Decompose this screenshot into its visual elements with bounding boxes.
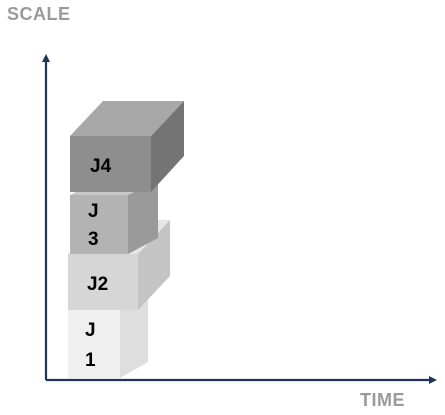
- job-block-j4-side: [151, 101, 184, 192]
- job-block-j4-top: [70, 101, 184, 136]
- job-block-j2-front: [68, 254, 138, 310]
- job-label-j1-line2: 1: [85, 350, 96, 371]
- job-block-j4-front: [70, 136, 151, 192]
- job-label-j4: J4: [90, 156, 112, 177]
- job-label-j2: J2: [87, 274, 108, 295]
- job-label-j1-line1: J: [85, 320, 96, 341]
- y-axis-label: SCALE: [7, 4, 71, 24]
- job-block-j3-side: [128, 180, 158, 254]
- job-label-j3-line1: J: [88, 201, 99, 222]
- x-axis-label: TIME: [360, 390, 405, 410]
- job-block-j3-front: [70, 195, 128, 254]
- job-block-j1-front: [68, 310, 120, 378]
- job-label-j3-line2: 3: [88, 229, 99, 250]
- job-block-j4: J4: [70, 101, 184, 192]
- job-block-j2-side: [138, 220, 170, 310]
- job-block-j1-side: [120, 294, 148, 378]
